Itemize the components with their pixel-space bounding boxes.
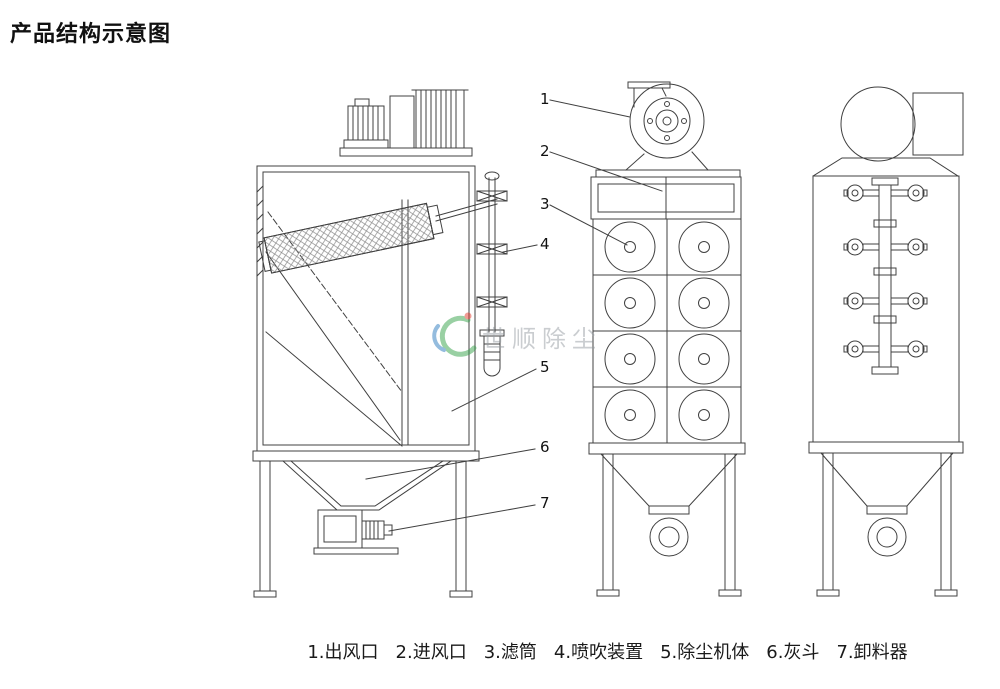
legend-item-5: 5.除尘机体 — [660, 642, 750, 663]
callout-line-2 — [549, 151, 663, 192]
front-view-fan — [595, 81, 741, 178]
callout-7: 7 — [540, 494, 550, 512]
callout-line-7 — [388, 504, 536, 532]
rear-view-body — [812, 175, 960, 443]
side-view-legs — [253, 460, 473, 598]
watermark: 世顺除尘 — [432, 312, 602, 357]
side-view-filter-cartridge — [258, 202, 444, 274]
side-view-blow-tube — [435, 198, 498, 222]
side-view-hopper — [252, 450, 480, 511]
watermark-logo-blue-arc — [432, 324, 446, 352]
front-view-filter-grid — [592, 218, 742, 444]
page-title: 产品结构示意图 — [10, 22, 172, 47]
callout-6: 6 — [540, 438, 550, 456]
callout-line-3 — [549, 204, 628, 246]
rear-view-fan-inlet — [812, 86, 964, 177]
front-view-legs — [596, 453, 742, 597]
legend: 1.出风口 2.进风口 3.滤筒 4.喷吹装置 5.除尘机体 6.灰斗 7.卸料… — [215, 638, 1000, 664]
side-view-discharge-valve — [313, 509, 399, 555]
watermark-logo-red-dot — [464, 312, 472, 320]
callout-4: 4 — [540, 235, 550, 253]
watermark-text: 世顺除尘 — [482, 325, 602, 353]
legend-item-7: 7.卸料器 — [836, 642, 908, 663]
legend-item-2: 2.进风口 — [395, 642, 467, 663]
legend-item-3: 3.滤筒 — [483, 642, 537, 663]
side-view-body — [256, 165, 476, 452]
callout-5: 5 — [540, 358, 550, 376]
front-view-hopper — [588, 442, 746, 557]
rear-view-legs — [816, 452, 958, 597]
side-view-pulse-pipe — [476, 171, 508, 377]
front-view — [588, 81, 746, 597]
watermark-logo-green-arc — [439, 315, 477, 357]
legend-item-6: 6.灰斗 — [766, 642, 820, 663]
callout-line-1 — [549, 99, 631, 118]
callout-line-6 — [365, 448, 536, 480]
rear-view — [808, 86, 964, 597]
front-view-inlet-plenum — [590, 176, 742, 220]
legend-item-4: 4.喷吹装置 — [553, 642, 644, 663]
callout-line-5 — [451, 368, 537, 412]
side-view-top-fan-assembly — [339, 89, 473, 157]
callout-3: 3 — [540, 195, 550, 213]
callout-2: 2 — [540, 142, 550, 160]
callouts: 1 2 3 4 5 6 7 — [365, 90, 663, 532]
side-view — [252, 89, 508, 598]
rear-view-pulse-header — [843, 177, 928, 375]
rear-view-hopper — [808, 441, 964, 557]
legend-item-1: 1.出风口 — [307, 642, 379, 663]
callout-1: 1 — [540, 90, 550, 108]
callout-line-4 — [502, 244, 538, 253]
